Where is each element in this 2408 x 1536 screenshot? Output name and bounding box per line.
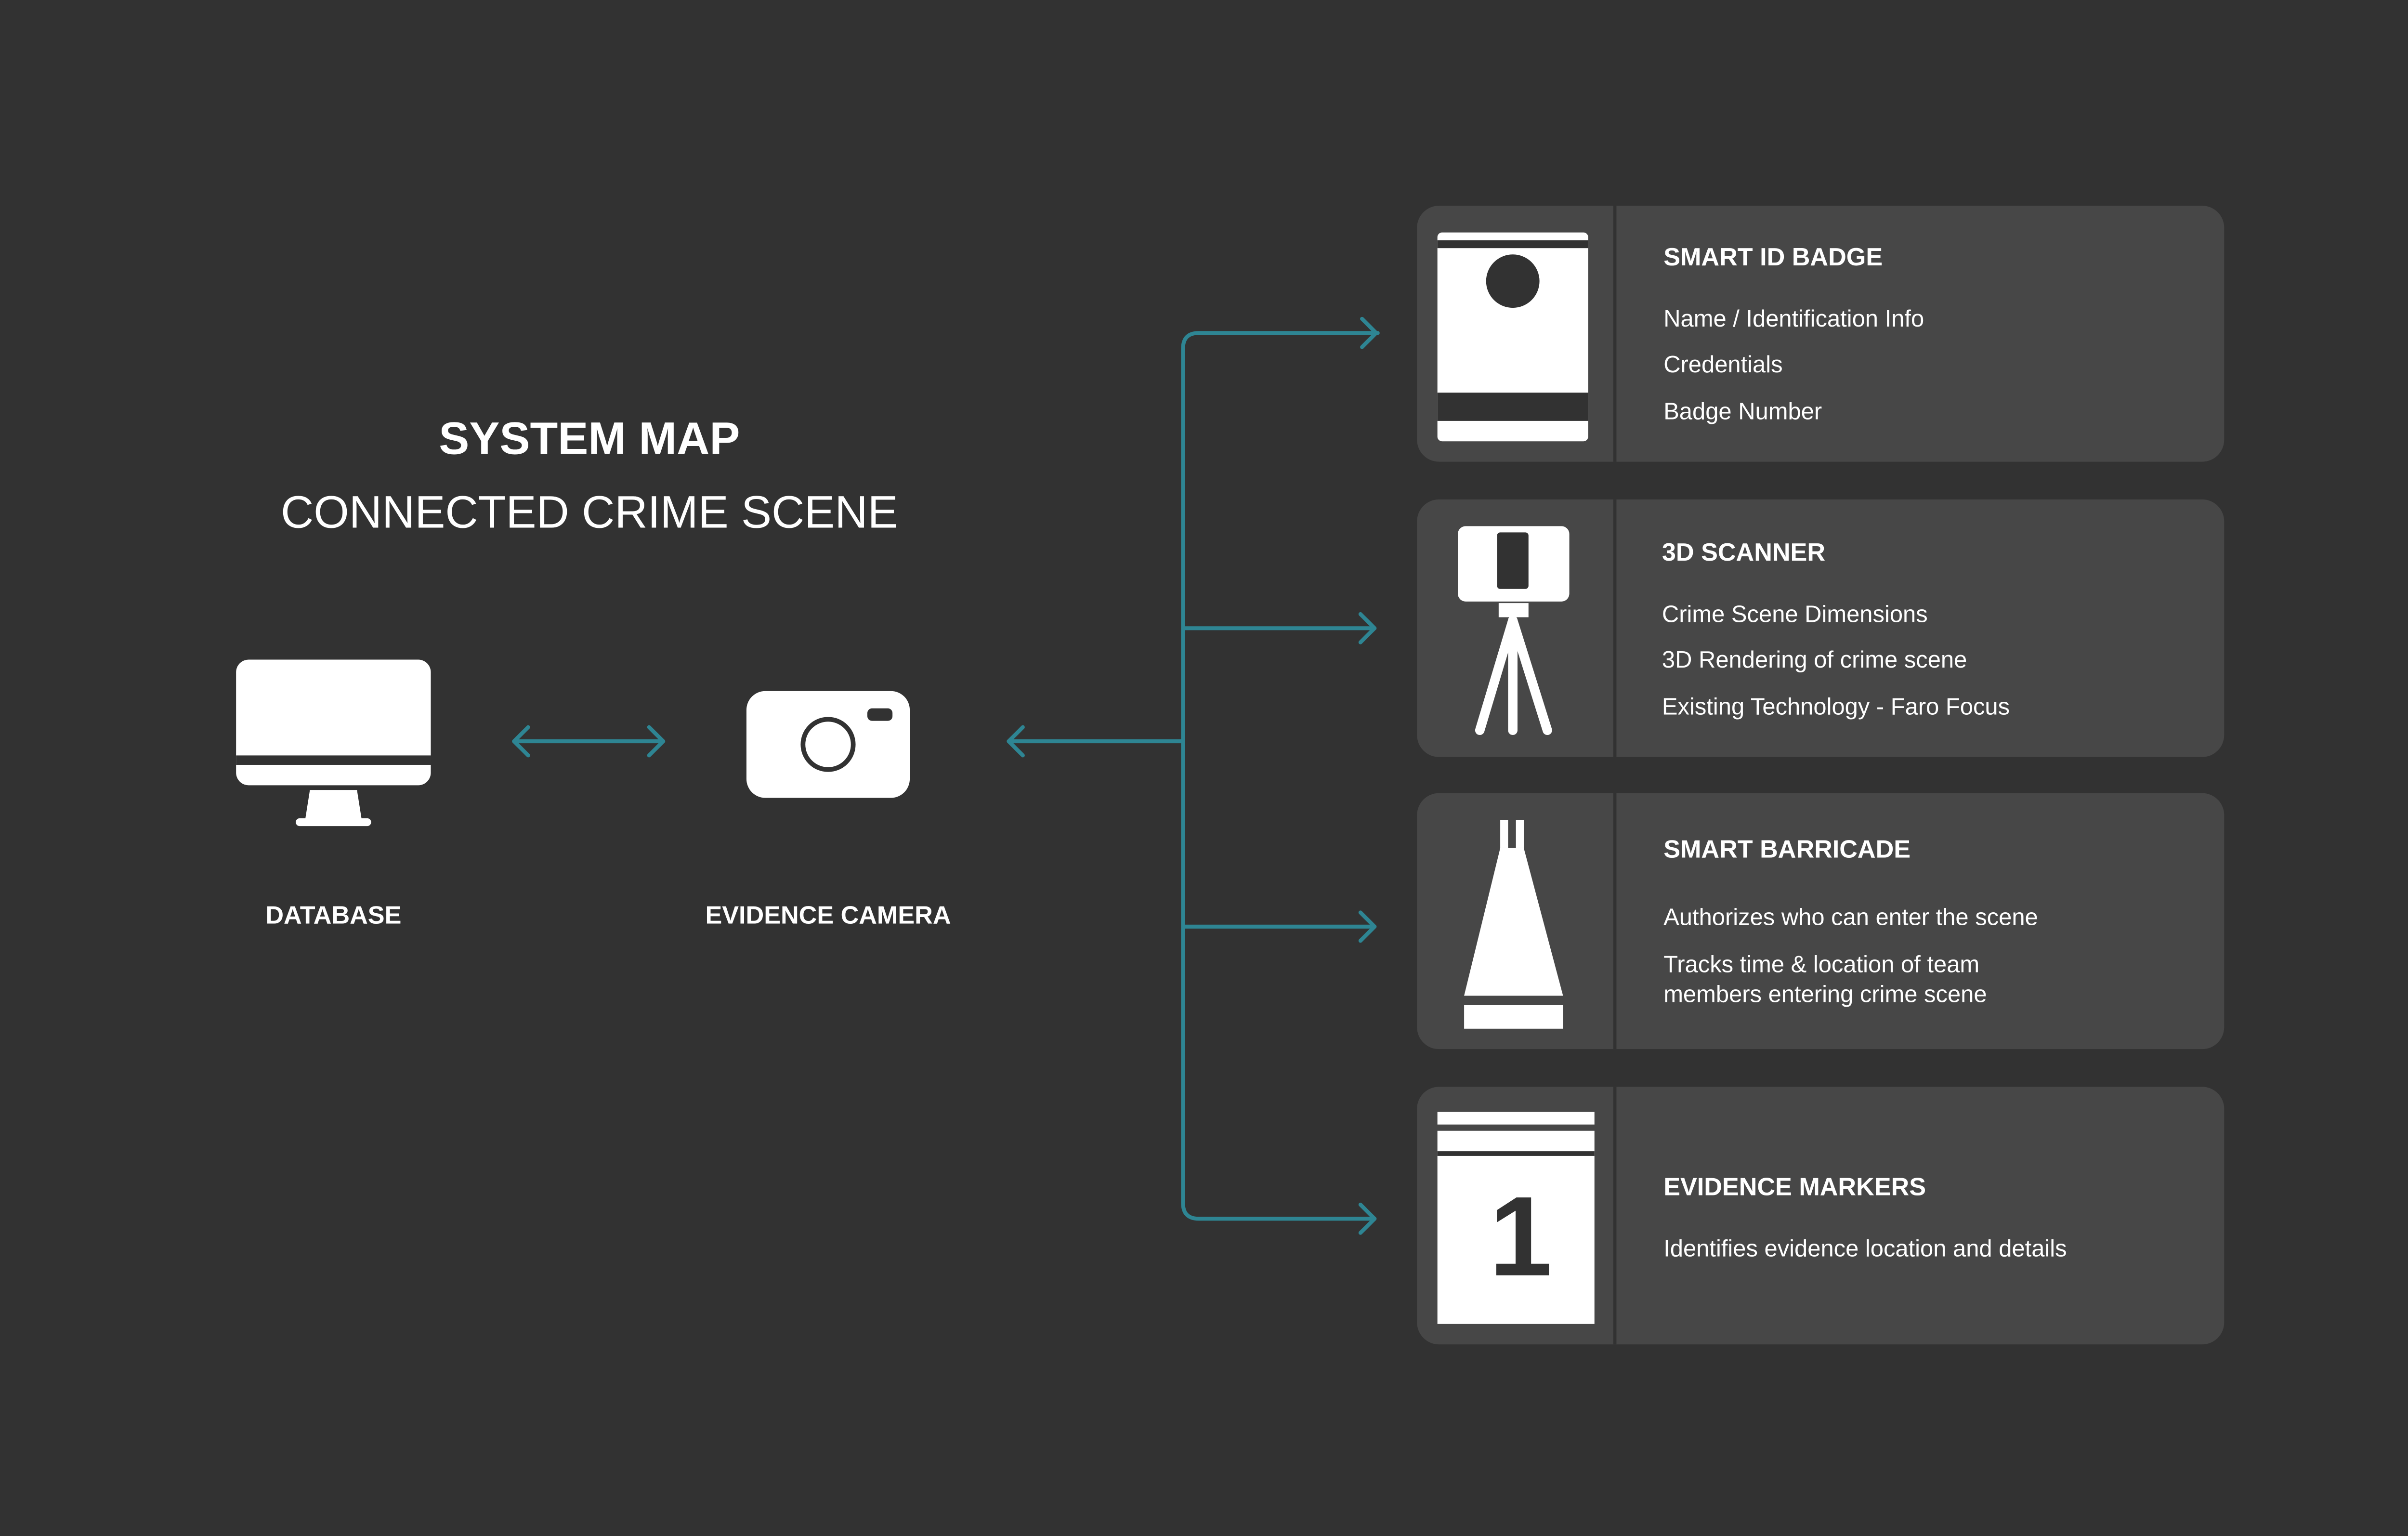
card-line: Existing Technology - Faro Focus	[1662, 694, 2010, 720]
id-badge-icon	[1437, 232, 1588, 442]
connector-tree	[1007, 316, 1380, 1235]
camera-icon	[746, 691, 910, 798]
card-line: Authorizes who can enter the scene	[1663, 905, 2038, 931]
diagram-subtitle: CONNECTED CRIME SCENE	[281, 487, 898, 538]
diagram-title: SYSTEM MAP	[439, 413, 740, 464]
card-title: SMART ID BADGE	[1663, 243, 1883, 271]
card-line: Name / Identification Info	[1663, 306, 1924, 332]
card-line: Tracks time & location of team	[1663, 951, 1979, 977]
evidence-marker-icon: 1	[1437, 1112, 1595, 1324]
card-title: EVIDENCE MARKERS	[1663, 1173, 1926, 1201]
database-label: DATABASE	[265, 901, 401, 929]
card-evidence-markers: 1 EVIDENCE MARKERS Identifies evidence l…	[1417, 1087, 2225, 1345]
card-line: Badge Number	[1663, 399, 1822, 425]
marker-number: 1	[1489, 1173, 1552, 1300]
monitor-icon	[236, 659, 431, 827]
tripod-scanner-icon	[1458, 526, 1570, 735]
card-smart-barricade: SMART BARRICADE Authorizes who can enter…	[1417, 793, 2225, 1050]
card-line: 3D Rendering of crime scene	[1662, 647, 1967, 673]
card-line: Credentials	[1663, 352, 1782, 378]
card-3d-scanner: 3D SCANNER Crime Scene Dimensions 3D Ren…	[1417, 499, 2225, 757]
card-smart-id-badge: SMART ID BADGE Name / Identification Inf…	[1417, 206, 2225, 462]
barricade-cone-icon	[1464, 820, 1563, 1029]
card-line: members entering crime scene	[1663, 981, 1987, 1007]
bidirectional-arrow	[512, 725, 666, 758]
card-line: Crime Scene Dimensions	[1662, 601, 1928, 627]
card-title: SMART BARRICADE	[1663, 835, 1911, 863]
card-title: 3D SCANNER	[1662, 538, 1825, 566]
card-line: Identifies evidence location and details	[1663, 1236, 2067, 1262]
evidence-camera-label: EVIDENCE CAMERA	[705, 901, 951, 929]
